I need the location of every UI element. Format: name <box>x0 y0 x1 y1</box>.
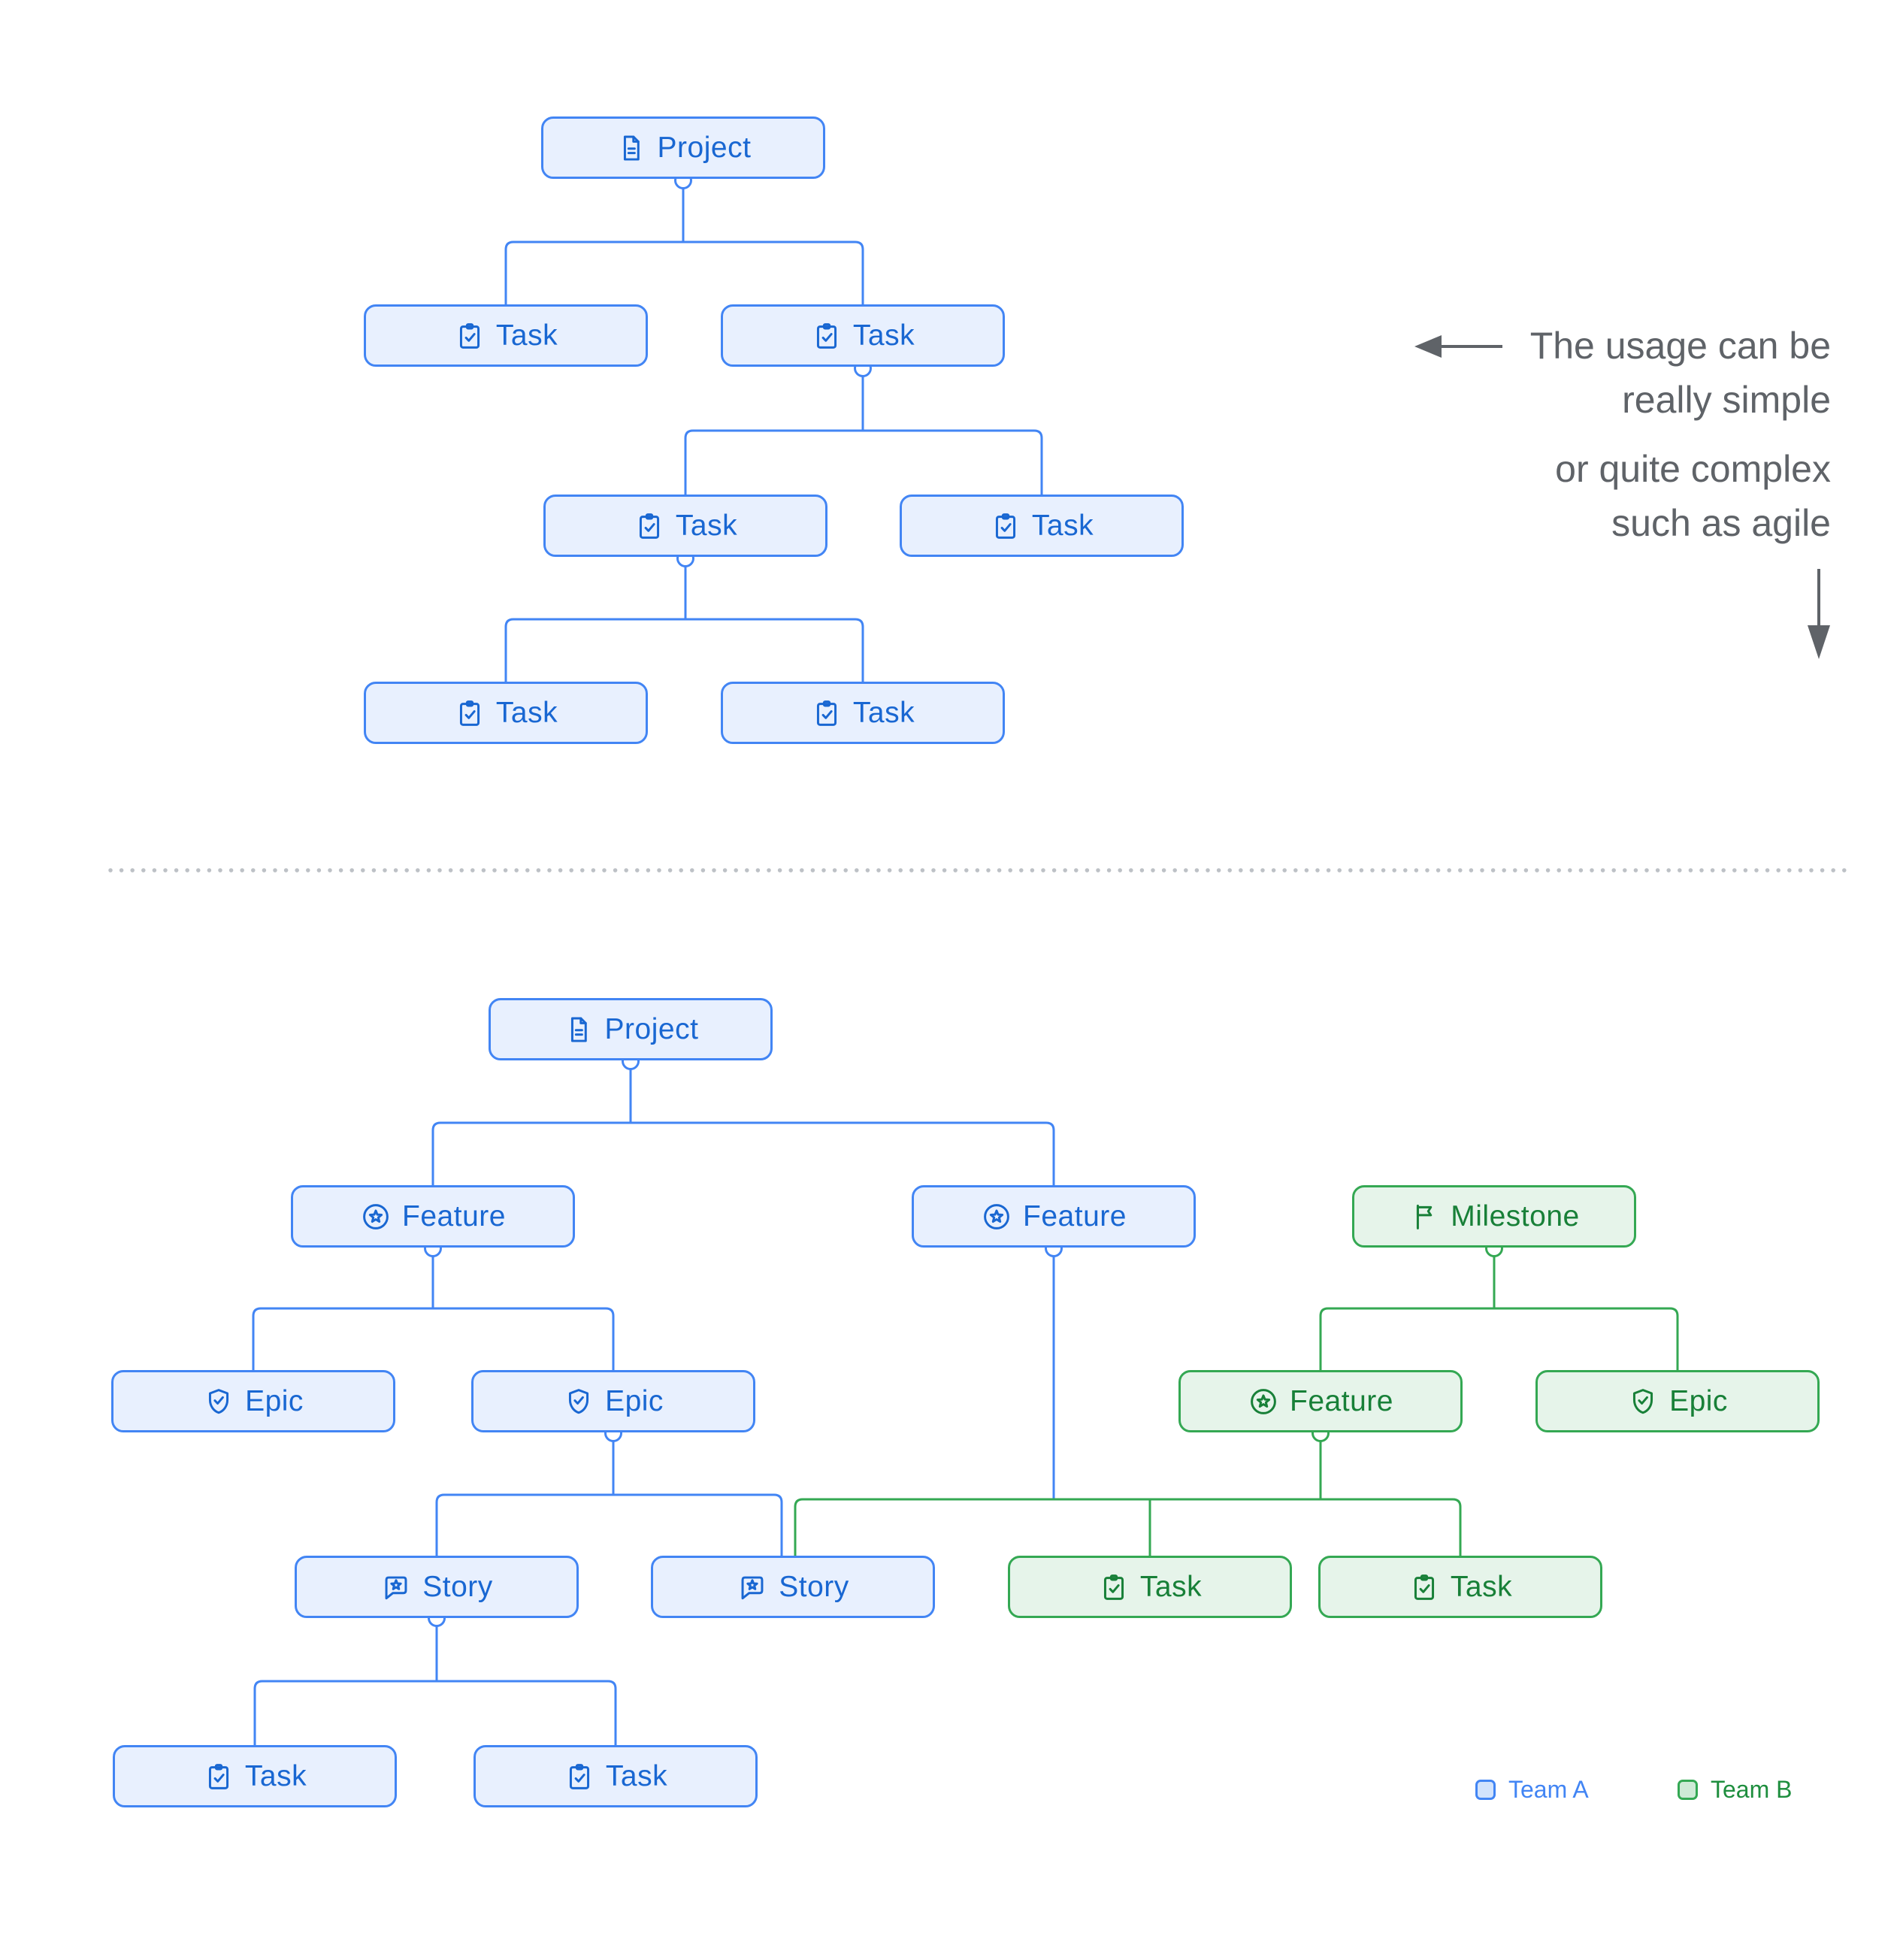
annotation-line: such as agile <box>1611 502 1831 544</box>
feature-icon <box>981 1201 1012 1233</box>
task-icon <box>1098 1571 1130 1603</box>
node-story-2: Story <box>651 1556 935 1618</box>
connector-project-to-tasks <box>504 188 864 304</box>
task-icon <box>454 320 486 352</box>
connector-task1b-to-row2 <box>684 376 1043 495</box>
node-label: Epic <box>1669 1384 1728 1417</box>
node-label: Task <box>1031 509 1094 542</box>
team-a-swatch <box>1475 1780 1496 1800</box>
node-label: Epic <box>245 1384 304 1417</box>
node-epic-1: Epic <box>111 1370 395 1432</box>
node-green-epic: Epic <box>1535 1370 1820 1432</box>
node-feature-b: Feature <box>912 1185 1196 1248</box>
node-story-1: Story <box>295 1556 579 1618</box>
node-blue-task-2: Task <box>473 1745 758 1807</box>
node-label: Feature <box>1290 1384 1393 1417</box>
connector-featureA-to-epics <box>252 1257 615 1370</box>
annotation-simple: The usage can be really simple <box>1530 319 1831 427</box>
epic-icon <box>1627 1386 1659 1417</box>
node-feature-a: Feature <box>291 1185 575 1248</box>
feature-icon <box>1248 1386 1279 1417</box>
node-epic-2: Epic <box>471 1370 755 1432</box>
node-label: Project <box>604 1012 699 1045</box>
node-label: Project <box>657 131 752 164</box>
node-label: Feature <box>1023 1199 1127 1233</box>
node-project-simple: Project <box>541 116 825 179</box>
node-green-task-1: Task <box>1008 1556 1292 1618</box>
connector-green-trunk <box>794 1498 1462 1556</box>
task-icon <box>203 1761 234 1792</box>
node-label: Task <box>852 319 915 352</box>
node-milestone: Milestone <box>1352 1185 1636 1248</box>
node-label: Task <box>675 509 738 542</box>
flag-icon <box>1408 1201 1440 1233</box>
annotation-line: really simple <box>1622 379 1831 421</box>
legend-label: Team A <box>1508 1776 1589 1803</box>
node-label: Task <box>605 1759 668 1792</box>
down-arrow-head <box>1808 625 1830 659</box>
node-label: Task <box>495 696 558 729</box>
feature-icon <box>360 1201 392 1233</box>
task-icon <box>564 1761 595 1792</box>
team-b-swatch <box>1678 1780 1698 1800</box>
document-icon <box>616 132 647 164</box>
node-task-3b: Task <box>721 682 1005 744</box>
task-icon <box>811 697 843 729</box>
connector-milestone-to-children <box>1319 1257 1679 1370</box>
connector-epic2-to-stories <box>435 1441 783 1556</box>
node-task-1b: Task <box>721 304 1005 367</box>
node-task-2b: Task <box>900 495 1184 557</box>
legend-team-a: Team A <box>1475 1776 1589 1804</box>
node-label: Story <box>422 1570 493 1603</box>
node-label: Epic <box>605 1384 664 1417</box>
node-task-3a: Task <box>364 682 648 744</box>
task-icon <box>1408 1571 1440 1603</box>
document-icon <box>563 1014 594 1045</box>
node-label: Task <box>244 1759 307 1792</box>
connector-task2a-to-row3 <box>504 566 864 682</box>
node-label: Task <box>1450 1570 1513 1603</box>
left-arrow-head <box>1414 335 1442 358</box>
task-icon <box>454 697 486 729</box>
annotation-line: or quite complex <box>1555 448 1831 490</box>
epic-icon <box>203 1386 234 1417</box>
node-green-feature: Feature <box>1178 1370 1463 1432</box>
task-icon <box>634 510 665 542</box>
node-task-1a: Task <box>364 304 648 367</box>
connector-project2-to-features <box>431 1069 1055 1185</box>
legend-team-b: Team B <box>1678 1776 1792 1804</box>
node-label: Feature <box>402 1199 506 1233</box>
node-label: Story <box>779 1570 849 1603</box>
task-icon <box>990 510 1021 542</box>
node-project-complex: Project <box>489 998 773 1060</box>
connector-story1-to-tasks <box>253 1626 617 1745</box>
annotation-line: The usage can be <box>1529 325 1831 367</box>
story-icon <box>737 1571 768 1603</box>
task-icon <box>811 320 843 352</box>
node-label: Task <box>495 319 558 352</box>
epic-icon <box>563 1386 594 1417</box>
node-label: Task <box>1139 1570 1203 1603</box>
node-green-task-2: Task <box>1318 1556 1602 1618</box>
node-label: Milestone <box>1451 1199 1580 1233</box>
story-icon <box>380 1571 412 1603</box>
annotation-complex: or quite complex such as agile <box>1555 442 1831 550</box>
legend-label: Team B <box>1711 1776 1793 1803</box>
node-task-2a: Task <box>543 495 827 557</box>
node-label: Task <box>852 696 915 729</box>
node-blue-task-1: Task <box>113 1745 397 1807</box>
